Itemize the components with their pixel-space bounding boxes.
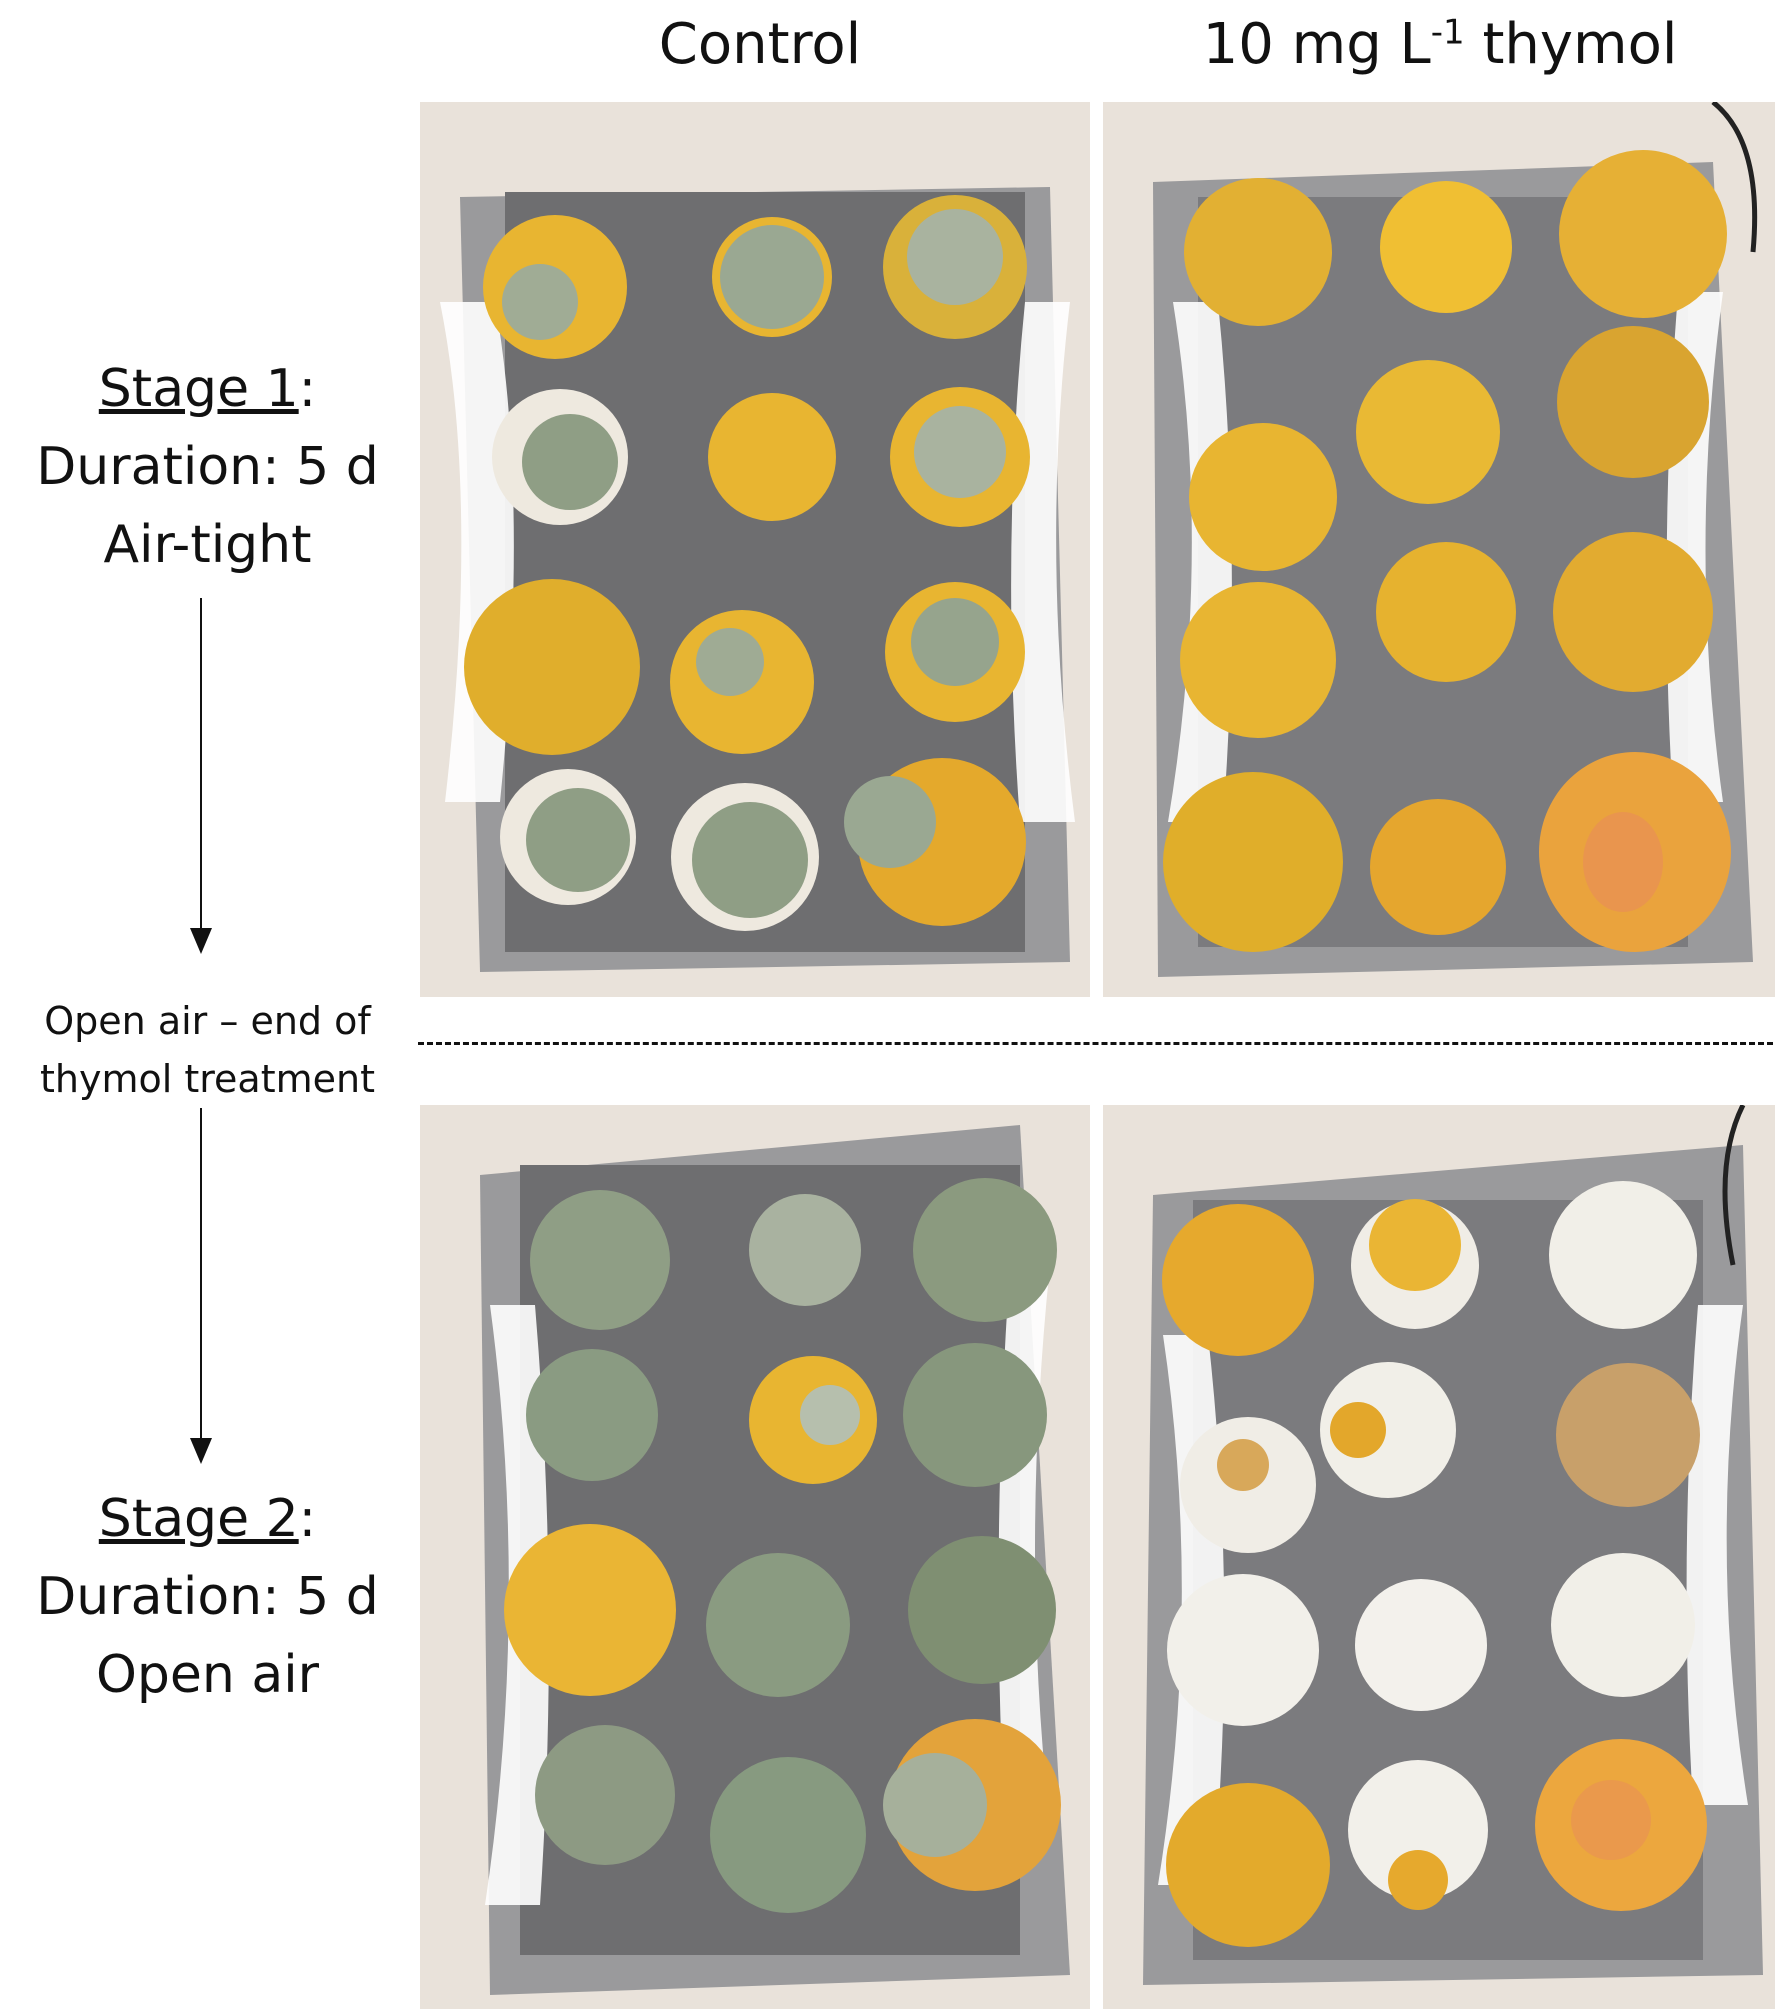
column-title-control: Control [658,12,862,77]
photo-stage2-thymol [1103,1105,1775,2009]
stage-1-duration: Duration: 5 d [36,437,379,497]
thymol-title-exponent: -1 [1430,12,1465,53]
transition-note-line-2: thymol treatment [39,1057,375,1101]
stage-separator-dashed-line [418,1042,1773,1045]
stage-1-heading: Stage 1 [98,359,299,419]
stage-1-condition: Air-tight [103,515,312,575]
stage-1-colon: : [298,359,317,419]
stage-2-heading: Stage 2 [98,1489,299,1549]
transition-note-line-1: Open air – end of [44,999,371,1043]
timeline-arrow-2-shaft [200,1108,202,1438]
column-title-thymol: 10 mg L-1 thymol [1100,12,1780,77]
thymol-title-suffix: thymol [1464,12,1678,77]
photo-stage1-thymol [1103,102,1775,997]
transition-note: Open air – end of thymol treatment [0,992,415,1108]
timeline-arrow-1-shaft [200,598,202,928]
photo-stage1-control [420,102,1090,997]
stage-1-label: Stage 1: Duration: 5 d Air-tight [0,350,415,584]
stage-2-colon: : [298,1489,317,1549]
thymol-title-prefix: 10 mg L [1202,12,1431,77]
photo-stage2-control [420,1105,1090,2009]
stage-2-condition: Open air [95,1645,320,1705]
stage-2-duration: Duration: 5 d [36,1567,379,1627]
timeline-arrow-1-head [190,928,212,954]
timeline-arrow-2-head [190,1438,212,1464]
stage-2-label: Stage 2: Duration: 5 d Open air [0,1480,415,1714]
